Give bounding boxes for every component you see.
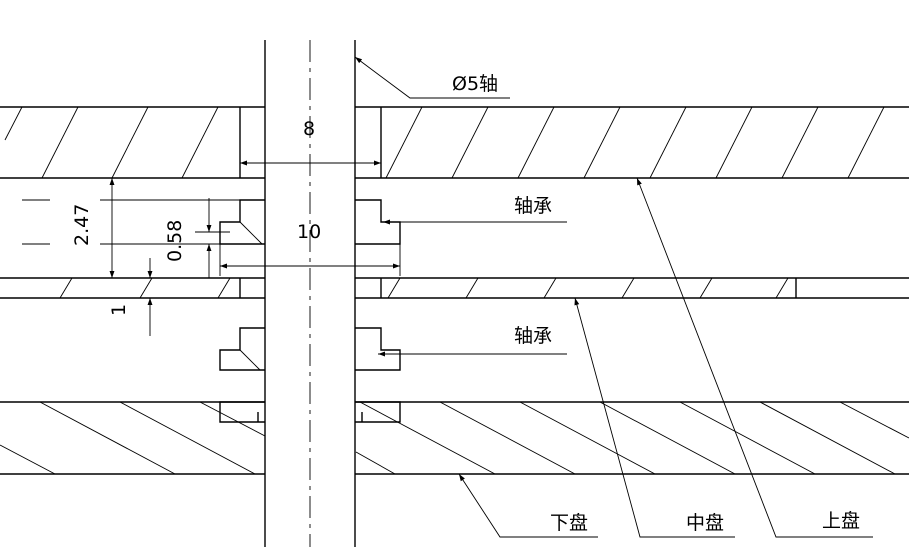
middle-disk-callout: 中盘 <box>574 297 735 538</box>
bearing-upper-callout: 轴承 <box>383 195 567 225</box>
dimension-1-label: 1 <box>108 304 130 316</box>
upper-disk-hatch <box>4 106 885 179</box>
bearing-upper-label: 轴承 <box>514 195 552 217</box>
dimension-0-58-label: 0.58 <box>164 220 186 262</box>
middle-disk-hatch <box>59 277 789 299</box>
upper-disk-label: 上盘 <box>822 510 860 532</box>
lower-disk-hatch <box>0 401 909 475</box>
lower-disk-callout: 下盘 <box>458 473 598 538</box>
dimension-10: 10 <box>219 221 401 276</box>
middle-disk-label: 中盘 <box>686 512 724 534</box>
shaft <box>264 40 356 547</box>
lower-disk-label: 下盘 <box>550 512 588 534</box>
bearing-bottom-collars <box>219 401 401 423</box>
dimension-8-label: 8 <box>303 118 315 140</box>
shaft-label: Ø5轴 <box>452 73 498 95</box>
dimension-2-47-label: 2.47 <box>71 204 93 246</box>
shaft-callout: Ø5轴 <box>354 56 510 99</box>
bearing-lower-callout: 轴承 <box>378 325 567 357</box>
upper-disk <box>0 106 909 179</box>
bearing-lower <box>219 327 401 371</box>
dimension-1: 1 <box>108 258 240 336</box>
dimension-0-58: 0.58 <box>164 198 230 278</box>
lower-disk <box>0 401 909 475</box>
middle-disk <box>0 277 909 299</box>
dimension-8: 8 <box>240 118 381 166</box>
upper-disk-callout: 上盘 <box>636 177 873 538</box>
dimension-2-47: 2.47 <box>22 178 240 278</box>
dimension-10-label: 10 <box>297 221 321 243</box>
bearing-lower-label: 轴承 <box>514 325 552 347</box>
